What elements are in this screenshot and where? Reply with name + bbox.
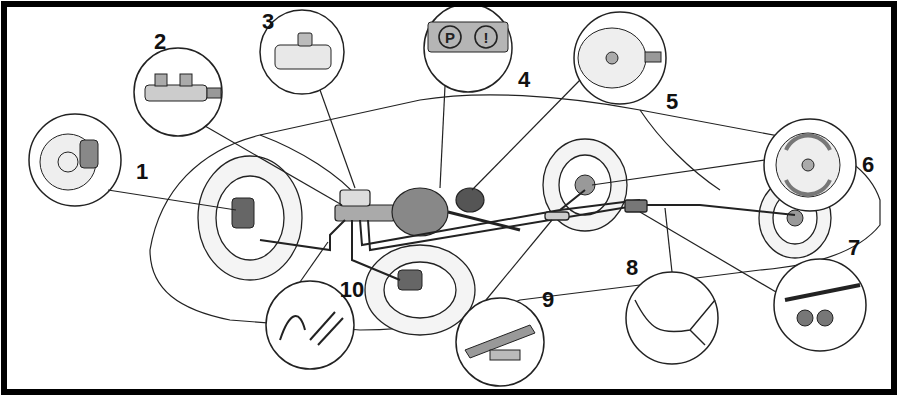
callout-number: 4 [518,69,530,91]
warning-symbol: P [445,30,455,45]
callout-number: 9 [542,289,554,311]
callout-number: 8 [626,257,638,279]
callout-number: 3 [262,11,274,33]
warning-symbol: ! [484,30,489,45]
callout-number: 5 [666,91,678,113]
callout-number: 2 [154,31,166,53]
callout-number: 1 [136,161,148,183]
callout-number: 10 [340,279,364,301]
callout-number: 6 [862,154,874,176]
callout-number: 7 [848,237,860,259]
